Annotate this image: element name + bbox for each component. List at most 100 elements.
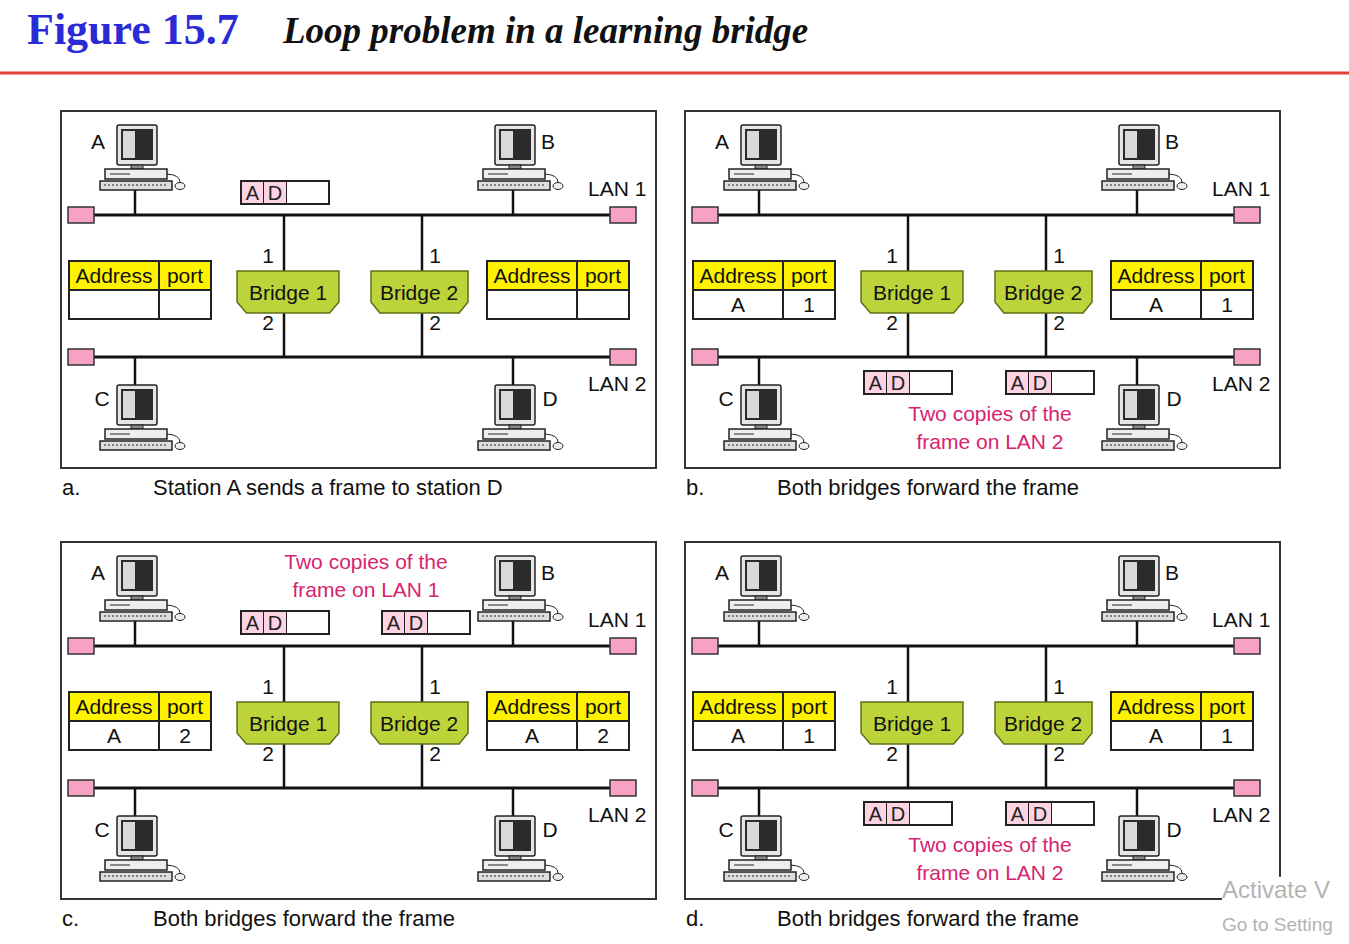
station-name-slot: A (91, 561, 105, 585)
lan-name-slot: LAN 1 (1212, 177, 1270, 201)
bridge-name: Bridge 2 (1004, 713, 1082, 734)
caption-slot: c. (62, 906, 79, 931)
table-cell: port (784, 693, 836, 722)
lan-name: LAN 2 (1212, 803, 1270, 827)
frame-address: D (1033, 373, 1047, 393)
panel-letter: c. (62, 906, 79, 931)
port-number-slot: 1 (262, 244, 274, 268)
table-cell: port (1202, 262, 1254, 291)
table-header: Address (1117, 265, 1194, 286)
frame-field: A (865, 372, 887, 393)
port-number-slot: 1 (886, 244, 898, 268)
figure-subtitle-slot: Loop problem in a learning bridge (283, 11, 808, 52)
lan-name-slot: LAN 1 (1212, 608, 1270, 632)
port-number: 2 (262, 742, 274, 766)
data-frame: AD (381, 610, 471, 635)
table-header: port (167, 696, 203, 717)
bridge-box: Bridge 1 (236, 270, 340, 314)
lan-name-slot: LAN 1 (588, 608, 646, 632)
station-name: B (1165, 130, 1179, 154)
frame-address: A (869, 373, 882, 393)
station-name: B (1165, 561, 1179, 585)
frame-field: D (887, 803, 910, 824)
data-frame: AD (1005, 801, 1095, 826)
title-slot: Figure 15.7 (27, 6, 239, 54)
table-cell: 2 (578, 722, 630, 751)
table-header: port (585, 265, 621, 286)
panel-frame: a.Station A sends a frame to station DAD… (60, 110, 657, 469)
table-entry: 1 (803, 725, 815, 746)
forwarding-table: AddressportA1 (1110, 691, 1254, 751)
table-header: port (167, 265, 203, 286)
table-header: port (585, 696, 621, 717)
frame-address: A (1011, 804, 1024, 824)
table-cell: port (578, 693, 630, 722)
station-name-slot: B (1165, 130, 1179, 154)
frame-address: D (268, 183, 282, 203)
table-cell (70, 291, 160, 320)
panel-art (692, 125, 1260, 450)
table-cell: port (1202, 693, 1254, 722)
frame-address: D (268, 613, 282, 633)
bridge-name: Bridge 2 (380, 713, 458, 734)
table-cell: 1 (784, 291, 836, 320)
panel-art (692, 556, 1260, 881)
lan-name: LAN 1 (1212, 177, 1270, 201)
frame-address: A (869, 804, 882, 824)
table-cell: Address (70, 693, 160, 722)
station-name-slot: B (541, 130, 555, 154)
data-frame: AD (863, 801, 953, 826)
port-number-slot: 2 (1053, 742, 1065, 766)
panel-art (68, 556, 636, 881)
frame-field (1052, 372, 1093, 393)
lan-name: LAN 1 (1212, 608, 1270, 632)
table-entry: A (1149, 294, 1163, 315)
station-name: D (1166, 818, 1181, 842)
lan-name: LAN 1 (588, 608, 646, 632)
table-entry: A (731, 294, 745, 315)
table-header: Address (493, 696, 570, 717)
station-name-slot: C (718, 818, 733, 842)
frame-field: D (264, 612, 287, 633)
frame-address: D (891, 804, 905, 824)
bridge-name: Bridge 1 (249, 713, 327, 734)
bridge-box: Bridge 2 (994, 270, 1093, 314)
caption-slot: d. (686, 906, 704, 931)
data-frame: AD (863, 370, 953, 395)
table-entry: 1 (803, 294, 815, 315)
caption-slot: Both bridges forward the frame (777, 475, 1079, 500)
table-cell: 1 (1202, 722, 1254, 751)
station-name: A (91, 130, 105, 154)
figure-title: Figure 15.7 (27, 6, 239, 54)
port-number-slot: 2 (429, 742, 441, 766)
port-number: 2 (429, 742, 441, 766)
table-cell: Address (70, 262, 160, 291)
station-name: C (718, 818, 733, 842)
figure-subtitle: Loop problem in a learning bridge (283, 11, 808, 52)
note-text: Two copies of the frame on LAN 1 (271, 548, 461, 604)
station-name-slot: D (1166, 818, 1181, 842)
table-cell (578, 291, 630, 320)
frame-field: A (865, 803, 887, 824)
lan-name-slot: LAN 2 (588, 803, 646, 827)
watermark: Go to Setting (1222, 915, 1333, 936)
table-entry: 2 (597, 725, 609, 746)
forwarding-table: Addressport (486, 260, 630, 320)
station-name: D (1166, 387, 1181, 411)
port-number: 1 (262, 244, 274, 268)
port-number-slot: 2 (886, 742, 898, 766)
frame-address: A (1011, 373, 1024, 393)
forwarding-table: Address port (68, 260, 212, 320)
bridge-box: Bridge 1 (860, 270, 964, 314)
lan-name: LAN 2 (588, 372, 646, 396)
port-number: 2 (262, 311, 274, 335)
table-entry: 2 (179, 725, 191, 746)
port-number-slot: 1 (262, 675, 274, 699)
panel-letter: d. (686, 906, 704, 931)
table-entry: A (525, 725, 539, 746)
lan-name: LAN 2 (1212, 372, 1270, 396)
port-number: 1 (1053, 244, 1065, 268)
port-number: 2 (886, 311, 898, 335)
note-text-slot: Two copies of the frame on LAN 2 (895, 400, 1085, 456)
